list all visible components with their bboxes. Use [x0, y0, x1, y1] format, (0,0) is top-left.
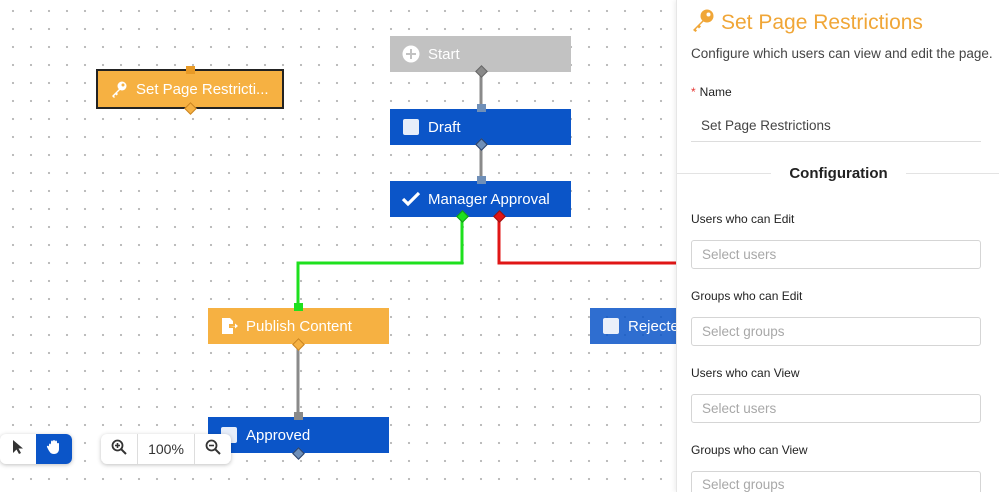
pointer-tool-button[interactable]: [0, 434, 36, 464]
port[interactable]: [477, 104, 486, 112]
wire-approve: [296, 217, 464, 308]
properties-panel: Set Page Restrictions Configure which us…: [676, 0, 999, 492]
node-label: Draft: [428, 118, 461, 136]
section-title: Configuration: [789, 164, 888, 182]
node-publish-content[interactable]: Publish Content: [208, 308, 389, 344]
zoom-out-button[interactable]: [195, 434, 231, 464]
mode-toolbar: [0, 434, 72, 464]
square-icon: [394, 119, 428, 135]
key-icon: [691, 8, 715, 37]
zoom-level: 100%: [137, 434, 195, 464]
zoom-out-icon: [205, 439, 221, 460]
node-label: Approved: [246, 426, 311, 444]
hand-icon: [45, 439, 63, 460]
node-label: Manager Approval: [428, 190, 550, 208]
required-marker: *: [691, 85, 696, 99]
name-field[interactable]: Set Page Restrictions: [691, 118, 981, 142]
key-icon: [102, 80, 136, 98]
node-label: Start: [428, 45, 460, 63]
wire-reject: [497, 217, 682, 308]
zoom-in-icon: [111, 439, 127, 460]
node-approved[interactable]: Approved: [208, 417, 389, 453]
users-view-select[interactable]: Select users: [691, 394, 981, 423]
pointer-icon: [11, 439, 25, 460]
zoom-in-button[interactable]: [101, 434, 137, 464]
panel-description: Configure which users can view and edit …: [691, 46, 993, 61]
groups-view-label: Groups who can View: [691, 443, 808, 457]
divider: [905, 172, 999, 174]
node-manager-approval[interactable]: Manager Approval: [390, 181, 571, 217]
groups-edit-select[interactable]: Select groups: [691, 317, 981, 346]
panel-header: Set Page Restrictions: [691, 8, 923, 37]
port[interactable]: [294, 412, 303, 420]
name-label: *Name: [691, 85, 732, 99]
zoom-toolbar: 100%: [101, 434, 231, 464]
configuration-section-header: Configuration: [677, 160, 999, 186]
node-set-page-restrictions[interactable]: Set Page Restricti...: [96, 69, 284, 109]
port[interactable]: [477, 176, 486, 184]
name-label-text: Name: [699, 85, 732, 99]
groups-view-select[interactable]: Select groups: [691, 471, 981, 492]
port[interactable]: [294, 303, 303, 311]
file-export-icon: [212, 317, 246, 335]
panel-title: Set Page Restrictions: [721, 10, 923, 34]
node-label: Set Page Restricti...: [136, 80, 269, 98]
plus-circle-icon: [394, 45, 428, 63]
users-edit-label: Users who can Edit: [691, 212, 795, 226]
check-icon: [394, 190, 428, 208]
users-edit-select[interactable]: Select users: [691, 240, 981, 269]
users-view-label: Users who can View: [691, 366, 800, 380]
divider: [677, 172, 772, 174]
node-label: Publish Content: [246, 317, 352, 335]
square-icon: [594, 318, 628, 334]
node-top-port[interactable]: [186, 66, 195, 74]
hand-tool-button[interactable]: [36, 434, 72, 464]
groups-edit-label: Groups who can Edit: [691, 289, 803, 303]
